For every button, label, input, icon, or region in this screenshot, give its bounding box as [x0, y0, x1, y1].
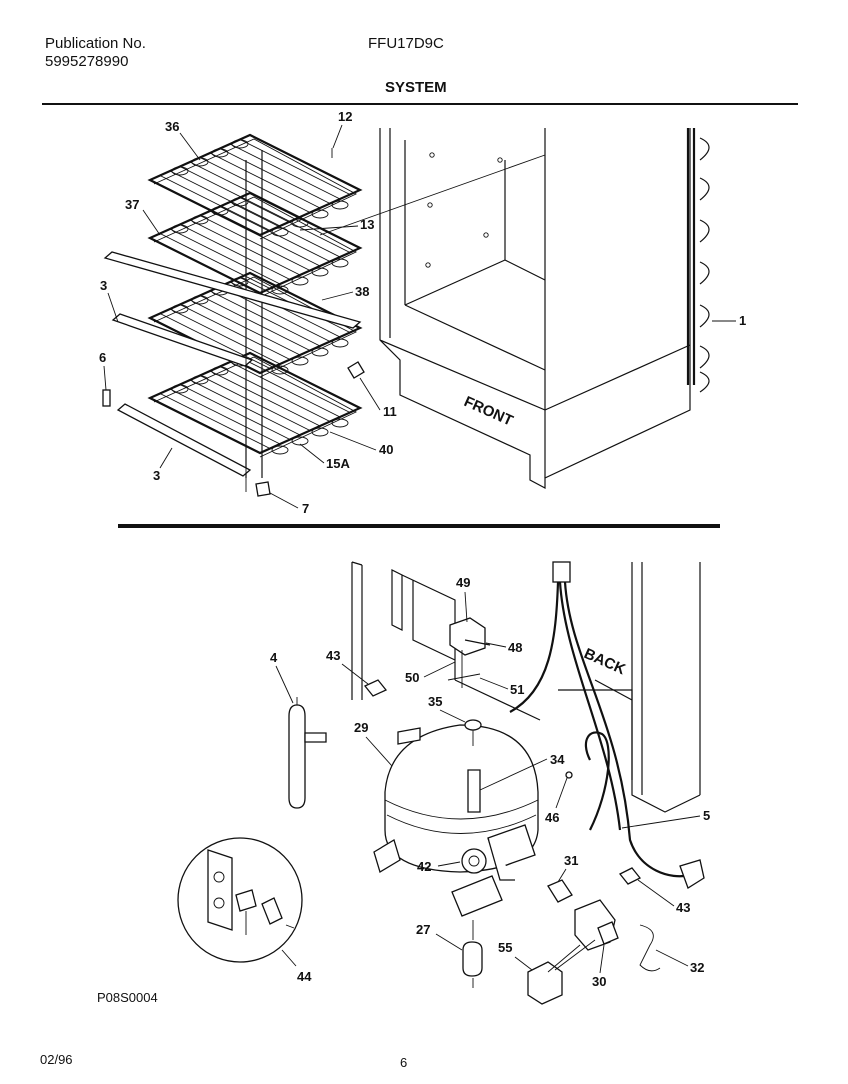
capacitor-55 — [527, 939, 596, 1005]
page-number: 6 — [400, 1055, 408, 1070]
callout-46: 46 — [545, 810, 559, 825]
callout-29: 29 — [354, 720, 368, 735]
callout-44: 44 — [297, 969, 312, 984]
callout-32: 32 — [690, 960, 704, 975]
bolt-35 — [464, 719, 482, 746]
model-number: FFU17D9C — [368, 35, 444, 52]
cabinet-back-outline — [351, 561, 701, 813]
section-divider — [118, 524, 720, 528]
footer-date: 02/96 — [40, 1052, 73, 1067]
front-label: FRONT — [461, 393, 515, 430]
callout-15a: 15A — [326, 456, 350, 471]
filter-drier — [288, 697, 327, 809]
callout-55: 55 — [498, 940, 512, 955]
relay-assembly — [447, 617, 491, 688]
callout-12: 12 — [338, 109, 352, 124]
callout-34: 34 — [550, 752, 565, 767]
compressor — [373, 724, 539, 917]
callout-51: 51 — [510, 682, 524, 697]
callout-3-upper: 3 — [100, 278, 107, 293]
grommet-27 — [462, 920, 483, 988]
callout-50: 50 — [405, 670, 419, 685]
callout-40: 40 — [379, 442, 393, 457]
figure-code: P08S0004 — [97, 990, 158, 1005]
callout-36: 36 — [165, 119, 179, 134]
callout-48: 48 — [508, 640, 522, 655]
publication-number: 5995278990 — [45, 53, 129, 70]
callout-37: 37 — [125, 197, 139, 212]
clip-parts — [102, 148, 365, 497]
callout-5: 5 — [703, 808, 710, 823]
clip-43-upper — [363, 679, 388, 697]
callout-11: 11 — [383, 404, 397, 419]
publication-label: Publication No. — [45, 35, 146, 52]
callout-4: 4 — [270, 650, 278, 665]
outlet-detail — [177, 837, 303, 963]
callout-43-lower: 43 — [676, 900, 690, 915]
callout-35: 35 — [428, 694, 442, 709]
callout-6: 6 — [99, 350, 106, 365]
cabinet-outline — [319, 128, 691, 489]
wiring-harness — [509, 561, 705, 889]
callouts-bottom: 49 48 43 50 51 4 35 29 34 46 5 42 31 43 … — [270, 575, 710, 989]
shelf-rails — [103, 251, 362, 477]
callout-30: 30 — [592, 974, 606, 989]
callout-3-lower: 3 — [153, 468, 160, 483]
callout-1: 1 — [739, 313, 746, 328]
callout-13: 13 — [360, 217, 374, 232]
relay-overload — [547, 867, 661, 972]
callouts-top: 36 12 37 13 38 3 1 6 11 40 15A 3 7 — [99, 109, 746, 516]
callout-31: 31 — [564, 853, 578, 868]
header-rule — [42, 103, 798, 105]
wire-shelves — [147, 133, 363, 478]
callout-38: 38 — [355, 284, 369, 299]
callout-43-upper: 43 — [326, 648, 340, 663]
callout-49: 49 — [456, 575, 470, 590]
callout-7: 7 — [302, 501, 309, 516]
section-title: SYSTEM — [385, 79, 447, 96]
callout-42: 42 — [417, 859, 431, 874]
condenser-coil — [686, 128, 710, 393]
callout-27: 27 — [416, 922, 430, 937]
